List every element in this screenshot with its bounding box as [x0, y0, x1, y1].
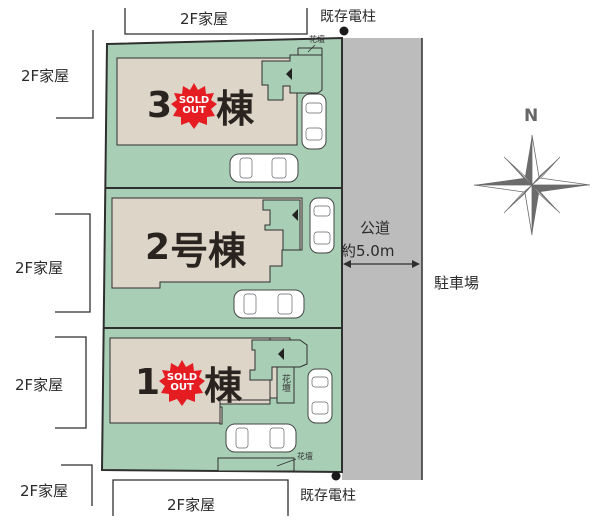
car-1-vertical: [307, 368, 333, 424]
lot-3-number: 3: [147, 85, 173, 126]
entrance-arrow-3: [286, 68, 292, 80]
lot-1-number: 1: [135, 362, 161, 403]
house-2-footprint: [111, 197, 303, 289]
sold-out-line1: SOLD: [166, 371, 198, 383]
flowerbed-label-1-bottom: 花壇: [297, 452, 313, 461]
lot-2-number: 2: [145, 227, 171, 268]
lot-2-suffix: 号棟: [170, 229, 247, 273]
burst-icon: [171, 82, 218, 129]
sold-out-badge-1: SOLD OUT: [158, 359, 206, 407]
lot-1-title[interactable]: 1 SOLD OUT 棟: [135, 355, 242, 410]
public-road: [342, 38, 422, 480]
car-3-horizontal: [229, 153, 299, 183]
car-2-horizontal: [233, 289, 305, 319]
utility-pole-label-bottom: 既存電柱: [300, 488, 356, 504]
neighbor-bracket-top: [124, 8, 308, 35]
lot-2-title[interactable]: 2 号棟: [145, 220, 246, 275]
lot-3-suffix: 棟: [216, 87, 255, 131]
neighbor-label-left-upper: 2F家屋: [21, 67, 70, 85]
utility-pole-bottom: [331, 471, 341, 481]
road-width-label: 約5.0m: [341, 242, 395, 260]
utility-pole-top: [339, 26, 349, 36]
neighbor-label-bottom: 2F家屋: [167, 496, 216, 514]
entrance-arrow-1: [278, 348, 284, 360]
car-2-vertical: [309, 197, 335, 254]
neighbor-label-left-lower: 2F家屋: [15, 376, 64, 394]
entrance-arrow-2: [292, 209, 298, 221]
lot-1-suffix: 棟: [204, 364, 243, 408]
car-1-horizontal: [225, 423, 297, 453]
utility-pole-label-top: 既存電柱: [320, 9, 376, 25]
neighbor-label-left-bottom: 2F家屋: [20, 482, 69, 500]
neighbor-bracket-left-lower: [55, 336, 87, 429]
car-3-vertical: [301, 93, 327, 150]
neighbor-bracket-left-middle: [55, 213, 91, 313]
neighbor-bracket-left-upper: [56, 30, 94, 119]
burst-icon: [159, 359, 206, 406]
flowerbed-1-bottom: [217, 457, 295, 472]
north-label: N: [524, 106, 539, 126]
compass-rose-icon: [473, 134, 591, 236]
neighbor-label-left-middle: 2F家屋: [15, 259, 64, 277]
sold-out-line2: OUT: [170, 381, 194, 393]
sold-out-line2: OUT: [182, 104, 206, 116]
flowerbed-label-3: 花壇: [309, 35, 325, 44]
neighbor-bracket-left-bottom: [61, 464, 93, 506]
flowerbed-1-side: [276, 366, 295, 404]
road-name-label: 公道: [360, 219, 391, 237]
neighbor-label-top: 2F家屋: [180, 10, 229, 28]
sold-out-line1: SOLD: [178, 94, 210, 106]
parking-lot-label: 駐車場: [434, 274, 480, 292]
flowerbed-label-1-side: 花壇: [280, 374, 290, 392]
neighbor-bracket-bottom: [112, 479, 289, 516]
lot-3-title[interactable]: 3 SOLD OUT 棟: [147, 78, 254, 133]
sold-out-badge-3: SOLD OUT: [170, 82, 218, 130]
